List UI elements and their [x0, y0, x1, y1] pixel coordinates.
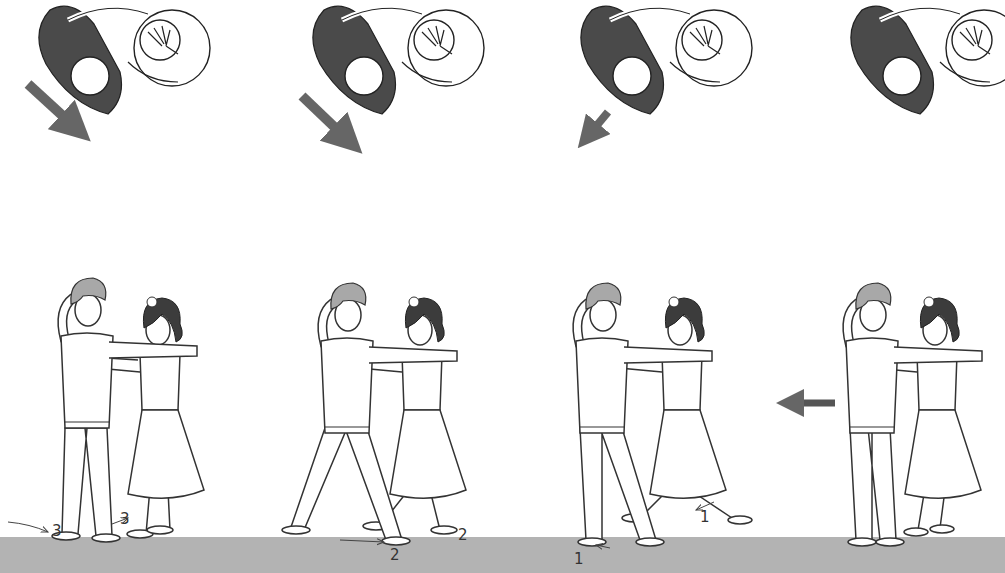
top-view-couple	[313, 6, 484, 114]
step-number: 2	[390, 548, 400, 563]
foot-arrow	[696, 502, 714, 510]
step-number: 2	[458, 528, 468, 543]
step-number: 3	[52, 524, 62, 539]
floor-band	[0, 537, 1005, 573]
foot-leader-arrows	[8, 502, 714, 548]
top-views	[39, 6, 1005, 114]
direction-arrow	[28, 84, 76, 128]
move-arrow	[790, 400, 835, 407]
couple-figure	[282, 283, 466, 545]
direction-arrows	[28, 84, 608, 140]
direction-arrow	[302, 96, 348, 140]
step-number: 3	[120, 512, 130, 527]
foot-arrow	[340, 540, 384, 542]
foot-arrow	[596, 545, 610, 548]
step-number: 1	[700, 510, 710, 525]
top-view-couple	[39, 6, 210, 114]
step-number: 1	[574, 552, 584, 567]
couple-figure	[846, 283, 982, 546]
couple-figure	[576, 283, 752, 546]
direction-arrow	[588, 112, 608, 136]
foot-arrow	[8, 522, 48, 532]
top-view-couple	[581, 6, 752, 114]
couple-figure	[52, 278, 204, 542]
top-view-couple	[851, 6, 1005, 114]
